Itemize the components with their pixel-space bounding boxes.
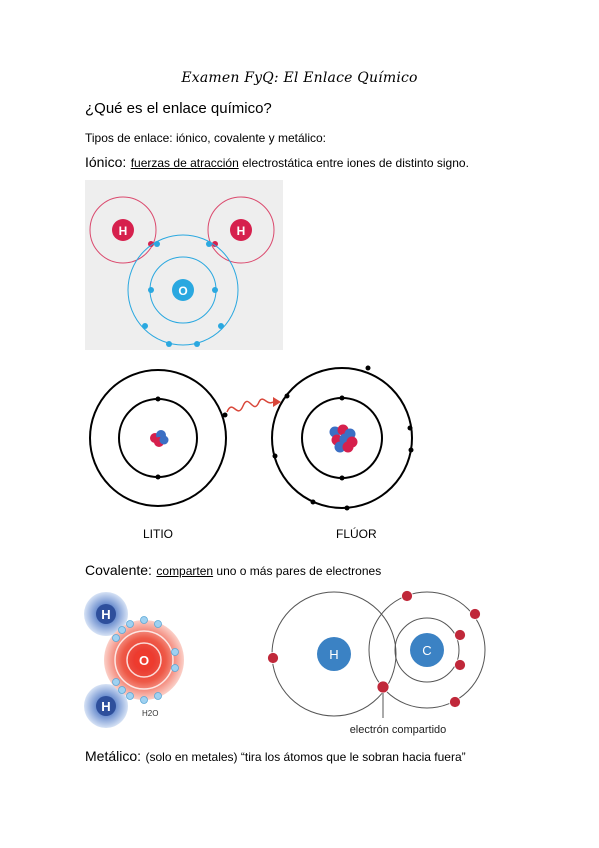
o-label: O <box>139 653 149 668</box>
o-electrons <box>112 616 179 704</box>
c-label: C <box>422 643 431 658</box>
ionic-label: Iónico: <box>85 154 127 170</box>
covalent-underlined: comparten <box>156 564 214 578</box>
h-left-label: H <box>119 224 128 238</box>
lithium-nucleus <box>150 430 169 447</box>
o-electron <box>166 341 172 347</box>
lithium-fluorine-diagram <box>89 365 414 511</box>
ionic-definition: Iónico: fuerzas de atracción electrostát… <box>85 154 469 172</box>
lithium-electron <box>222 412 228 418</box>
o-electron <box>194 341 200 347</box>
electrons <box>267 590 481 708</box>
o-electron <box>206 241 212 247</box>
o-outer-orbit <box>127 234 239 346</box>
h-right-label: H <box>237 224 246 238</box>
h-right-electron <box>212 241 218 247</box>
page-title: Examen FyQ: El Enlace Químico <box>181 70 418 86</box>
water-ionic-diagram: H H O <box>85 180 283 350</box>
shared-electron <box>376 680 390 694</box>
lithium-outer-shell <box>89 369 227 507</box>
fluorine-electron <box>284 393 290 399</box>
h-nucleus <box>317 637 351 671</box>
h-right-nucleus <box>230 219 252 241</box>
diagram-background <box>85 180 283 350</box>
covalent-rest: uno o más pares de electrones <box>213 564 382 578</box>
o-electron <box>154 241 160 247</box>
fluorine-electron <box>365 365 371 371</box>
fluorine-electron <box>310 499 316 505</box>
metallic-label: Metálico: <box>85 748 142 764</box>
h-label: H <box>329 647 338 662</box>
arrow-head <box>273 397 281 407</box>
o-electron <box>212 287 218 293</box>
o-label: O <box>178 284 187 298</box>
fluorine-electron <box>339 395 345 401</box>
h-top-nucleus <box>96 604 116 624</box>
h2o-formula: H2O <box>142 709 158 718</box>
fluorine-electron <box>272 453 278 459</box>
bond-types-line: Tipos de enlace: iónico, covalente y met… <box>85 131 327 145</box>
lithium-label: LITIO <box>143 527 174 541</box>
o-orbit <box>114 630 174 690</box>
fluorine-electron <box>407 425 413 431</box>
transfer-arrow <box>226 398 274 413</box>
covalent-label: Covalente: <box>85 562 152 578</box>
ionic-rest: electrostática entre iones de distinto s… <box>238 156 469 170</box>
h-bottom-nucleus <box>96 696 116 716</box>
ch-covalent-diagram: H C electrón compartido <box>267 590 486 736</box>
c-inner-orbit <box>394 617 460 683</box>
metallic-rest: (solo en metales) “tira los átomos que l… <box>145 750 466 764</box>
metallic-definition: Metálico: (solo en metales) “tira los át… <box>85 748 466 766</box>
question-heading: ¿Qué es el enlace químico? <box>85 100 272 117</box>
shared-electron-label: electrón compartido <box>350 724 447 736</box>
h-left-electron <box>148 241 154 247</box>
c-nucleus <box>410 633 444 667</box>
h-top-label: H <box>101 607 110 622</box>
h-left-nucleus <box>112 219 134 241</box>
fluorine-label: FLÚOR <box>336 527 377 541</box>
o-electron <box>148 287 154 293</box>
fluorine-outer-shell <box>271 367 413 509</box>
covalent-definition: Covalente: comparten uno o más pares de … <box>85 562 381 580</box>
h-right-orbit <box>207 196 275 264</box>
fluorine-electron <box>339 475 345 481</box>
o-electron <box>218 323 224 329</box>
o-electron <box>142 323 148 329</box>
h2o-covalent-diagram: H H O H2O <box>84 592 184 728</box>
h-left-orbit <box>89 196 157 264</box>
fluorine-electron <box>408 447 414 453</box>
ionic-underlined: fuerzas de atracción <box>130 156 239 170</box>
fluorine-nucleus <box>329 424 358 453</box>
o-nucleus <box>134 650 154 670</box>
o-nucleus <box>172 279 194 301</box>
fluorine-electron <box>344 505 350 511</box>
c-outer-orbit <box>368 591 486 709</box>
lithium-electron <box>155 396 161 402</box>
lithium-electron <box>155 474 161 480</box>
o-orbit <box>126 642 162 678</box>
h-bottom-label: H <box>101 699 110 714</box>
